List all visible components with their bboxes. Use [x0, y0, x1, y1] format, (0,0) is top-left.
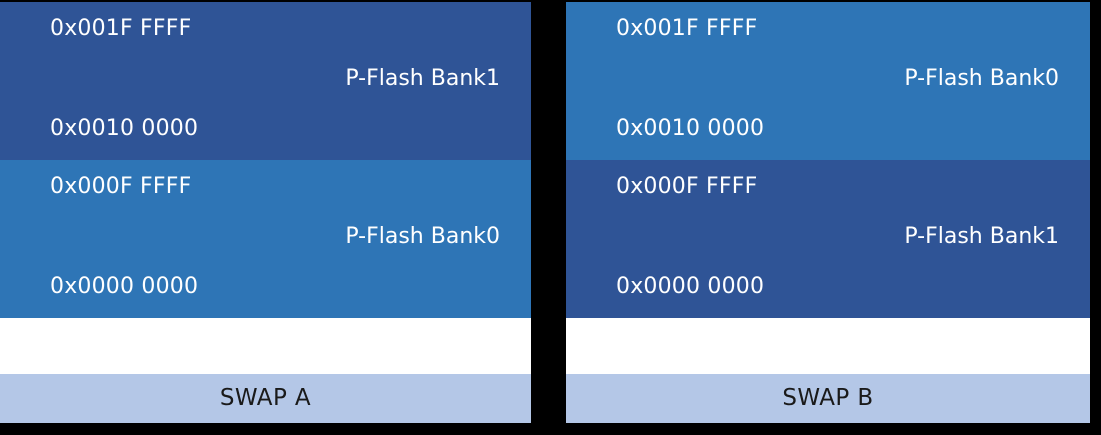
memory-block-swap-b-lower: 0x000F FFFF P-Flash Bank1 0x0000 0000 [566, 160, 1090, 318]
address-label-bottom: 0x0010 0000 [50, 116, 199, 141]
bank-name-label: P-Flash Bank0 [345, 224, 500, 249]
panel-spacer [566, 318, 1090, 374]
address-label-bottom: 0x0000 0000 [616, 274, 765, 299]
address-label-bottom: 0x0000 0000 [50, 274, 199, 299]
memory-block-swap-a-upper: 0x001F FFFF P-Flash Bank1 0x0010 0000 [0, 2, 531, 160]
address-label-top: 0x000F FFFF [50, 174, 192, 199]
memory-map-swap-b: 0x001F FFFF P-Flash Bank0 0x0010 0000 0x… [566, 2, 1090, 318]
memory-block-swap-b-upper: 0x001F FFFF P-Flash Bank0 0x0010 0000 [566, 2, 1090, 160]
address-label-top: 0x001F FFFF [50, 16, 192, 41]
swap-caption-band-b: SWAP B [566, 374, 1090, 423]
bank-name-label: P-Flash Bank0 [904, 66, 1059, 91]
memory-block-swap-a-lower: 0x000F FFFF P-Flash Bank0 0x0000 0000 [0, 160, 531, 318]
bank-name-label: P-Flash Bank1 [904, 224, 1059, 249]
address-label-top: 0x000F FFFF [616, 174, 758, 199]
swap-caption-label: SWAP A [219, 385, 312, 411]
swap-caption-band-a: SWAP A [0, 374, 531, 423]
address-label-bottom: 0x0010 0000 [616, 116, 765, 141]
panel-swap-a: 0x001F FFFF P-Flash Bank1 0x0010 0000 0x… [0, 0, 531, 435]
memory-map-swap-a: 0x001F FFFF P-Flash Bank1 0x0010 0000 0x… [0, 2, 531, 318]
swap-caption-label: SWAP B [782, 385, 874, 411]
panel-spacer [0, 318, 531, 374]
bank-name-label: P-Flash Bank1 [345, 66, 500, 91]
address-label-top: 0x001F FFFF [616, 16, 758, 41]
panel-swap-b: 0x001F FFFF P-Flash Bank0 0x0010 0000 0x… [566, 0, 1090, 435]
